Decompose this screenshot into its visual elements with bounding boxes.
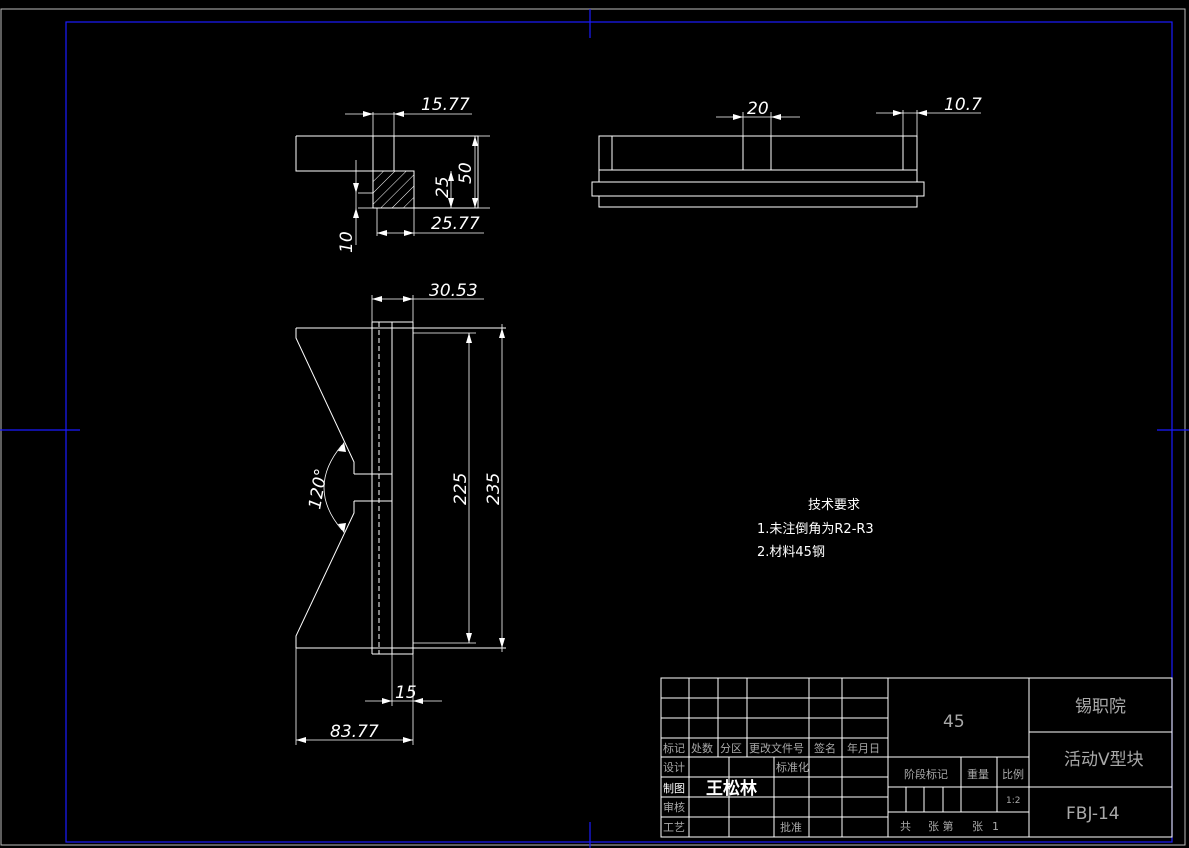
tb-row-review: 审核 [663,800,685,814]
plan-view: 120° 30.53 225 235 15 83.77 [295,281,506,745]
tb-scale-value: 1:2 [1006,796,1020,806]
title-block: 标记 处数 分区 更改文件号 签名 年月日 设计 标准化 制图 王松林 审核 工… [660,677,1173,838]
sheet-border [0,8,1189,848]
tb-part-name: 活动V型块 [1064,750,1144,770]
tb-material: 45 [943,712,965,732]
tb-row-approve: 批准 [780,820,802,834]
notes-line1: 1.未注倒角为R2-R3 [757,522,874,537]
tb-school: 锡职院 [1075,697,1126,717]
dim-side-width-top: 15.77 [421,95,470,115]
tb-col-date: 年月日 [847,741,880,755]
tb-weight: 重量 [967,767,989,781]
tb-sheets-total: 共 [900,820,911,833]
dim-side-height: 50 [456,162,476,184]
dim-plan-slot: 30.53 [429,281,478,301]
dim-side-notch-w: 25.77 [431,214,480,234]
dim-top-end: 10.7 [944,95,982,115]
tb-drawing-no: FBJ-14 [1066,804,1120,824]
tb-scale: 比例 [1002,767,1024,781]
dim-plan-angle: 120° [305,467,332,511]
dim-plan-inner: 225 [451,473,471,505]
tb-row-drawn: 制图 [663,782,685,795]
tb-sheets-of: 张 第 [928,819,954,833]
dim-plan-web: 15 [395,683,417,703]
dim-top-slot: 20 [747,99,769,119]
side-view: 15.77 50 25 10 25.77 [295,95,490,253]
dim-plan-width: 83.77 [330,722,379,742]
notes-title: 技术要求 [808,498,860,513]
tb-col-change-doc: 更改文件号 [749,741,804,755]
tb-row-standard: 标准化 [776,760,809,774]
tb-col-zone: 分区 [720,742,742,755]
dim-side-notch-h: 25 [433,176,453,198]
dim-side-base: 10 [337,231,357,253]
tb-col-mark: 标记 [663,741,685,755]
tb-row-design: 设计 [663,761,685,774]
tb-row-process: 工艺 [663,821,685,834]
dim-plan-outer: 235 [484,473,504,505]
tb-sheet-number: 1 [992,820,999,833]
tb-col-count: 处数 [691,742,713,755]
tb-col-sign: 签名 [814,741,836,755]
tb-drawer-name: 王松林 [706,778,757,799]
front-view: 20 10.7 [591,95,982,208]
tb-sheets-page: 张 [972,820,983,833]
notes-line2: 2.材料45钢 [757,545,825,560]
tb-stage-mark: 阶段标记 [904,767,948,781]
technical-notes: 技术要求 1.未注倒角为R2-R3 2.材料45钢 [757,498,874,560]
